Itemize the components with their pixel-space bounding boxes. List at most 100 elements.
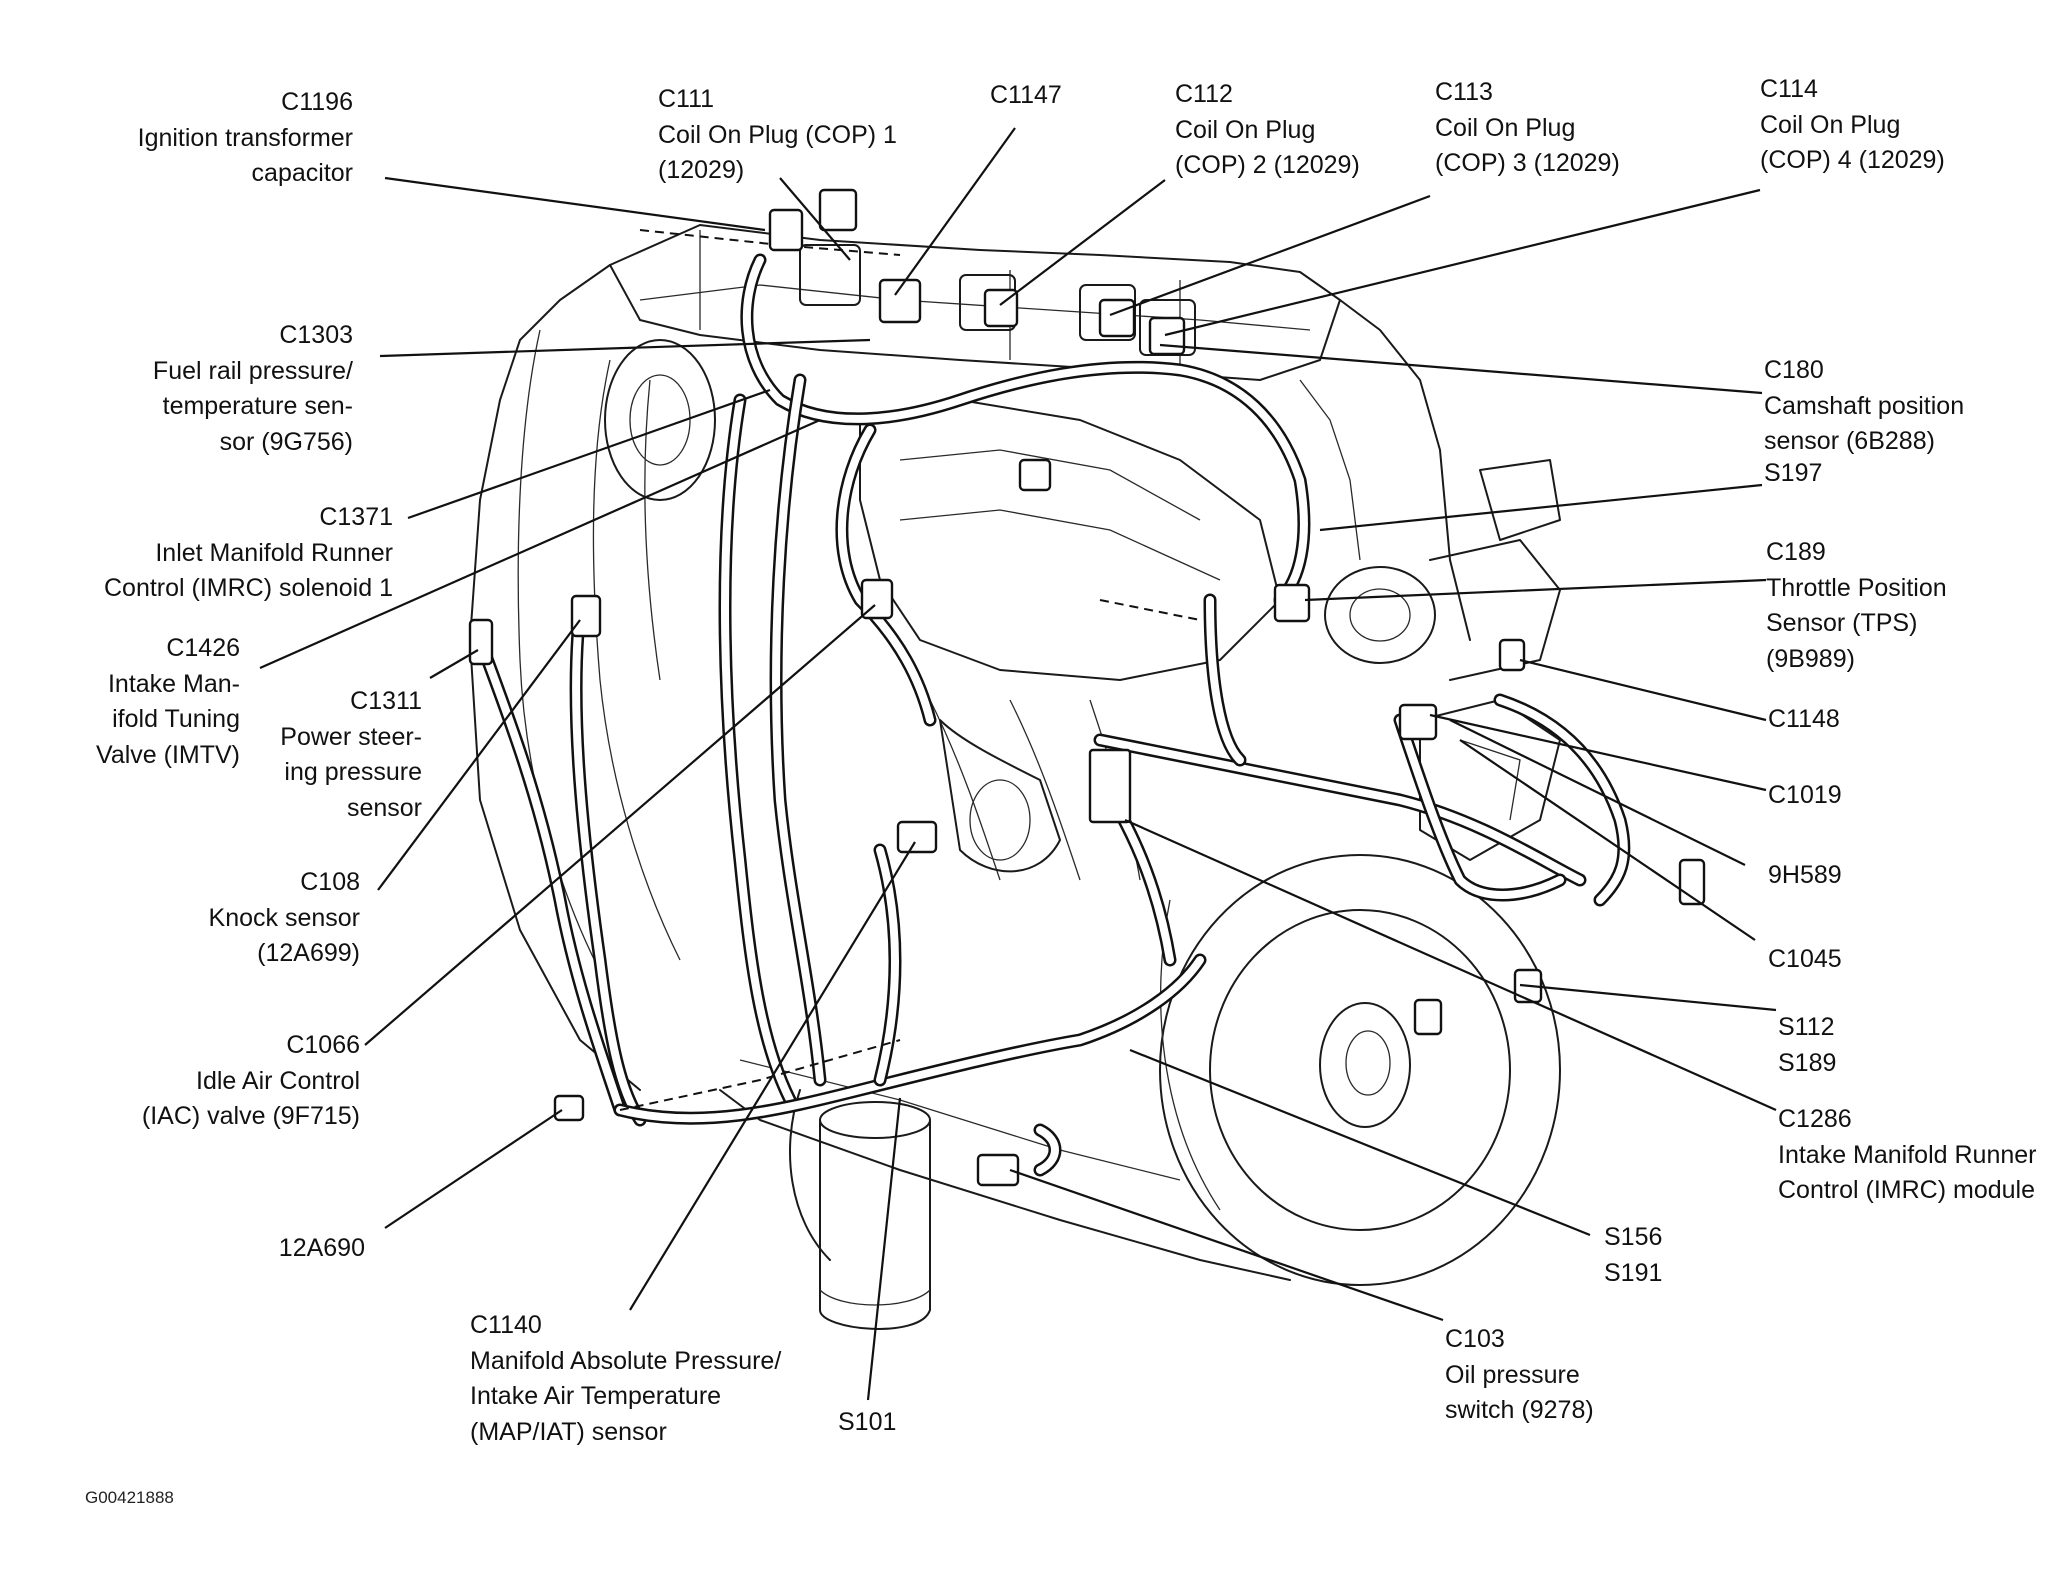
callout-id: C1066 xyxy=(286,1031,360,1059)
callout-id: C1426 xyxy=(166,634,240,662)
leader-lines xyxy=(259,127,1777,1401)
connector-s156 xyxy=(1413,998,1443,1036)
callout-text: ing pressure xyxy=(284,758,422,786)
callout-id: 9H589 xyxy=(1768,861,1842,889)
callout-text: Ignition transformer xyxy=(137,123,353,152)
callout-text: Control (IMRC) module xyxy=(1778,1176,2036,1204)
callout-c1371: C1371 Inlet Manifold Runner Control (IMR… xyxy=(104,500,393,607)
connector-c114 xyxy=(1148,316,1186,356)
connector-c113 xyxy=(1098,298,1136,338)
callout-c113: C113 Coil On Plug (COP) 3 (12029) xyxy=(1435,75,1620,182)
callout-c1303: C1303 Fuel rail pressure/ temperature se… xyxy=(153,318,353,460)
callout-text: Camshaft position xyxy=(1764,391,1965,420)
callout-id: C111 xyxy=(658,85,715,113)
connector-c108 xyxy=(468,618,494,666)
callout-9h589: 9H589 xyxy=(1768,858,1842,894)
callout-id: C1147 xyxy=(990,81,1062,109)
callout-c189: C189 Throttle Position Sensor (TPS) (9B9… xyxy=(1766,535,1947,677)
callout-id: C113 xyxy=(1435,78,1493,106)
connector-c1140 xyxy=(896,820,938,854)
callout-text: (COP) 3 (12029) xyxy=(1435,149,1620,177)
callout-c1045: C1045 xyxy=(1768,942,1842,978)
callout-12a690: 12A690 xyxy=(279,1231,365,1267)
callout-id: S197 xyxy=(1764,459,1823,487)
callout-s156-s191: S156 S191 xyxy=(1604,1220,1662,1291)
callout-c1147: C1147 xyxy=(990,78,1062,114)
callout-text: (MAP/IAT) sensor xyxy=(470,1417,667,1446)
callout-text: (12029) xyxy=(658,156,745,184)
callout-text: sensor xyxy=(346,793,422,822)
figure-id: G00421888 xyxy=(85,1488,174,1507)
callout-c1148: C1148 xyxy=(1768,702,1840,738)
connector-c180 xyxy=(1018,458,1052,492)
connector-c1196 xyxy=(768,208,804,252)
callout-c114: C114 Coil On Plug (COP) 4 (12029) xyxy=(1760,72,1945,179)
callout-text: Knock sensor xyxy=(208,903,360,932)
callout-c1140: C1140 Manifold Absolute Pressure/ Intake… xyxy=(470,1308,781,1450)
callout-text: Intake Man- xyxy=(107,669,240,698)
callout-id: S112 xyxy=(1778,1013,1835,1041)
callout-id: C1019 xyxy=(1768,781,1842,809)
callout-text: Inlet Manifold Runner xyxy=(155,538,393,567)
wiring-harness xyxy=(473,229,1631,1177)
callout-text: sor (9G756) xyxy=(219,427,353,456)
connector-c189 xyxy=(1273,583,1311,623)
callout-c1311: C1311 Power steer- ing pressure sensor xyxy=(280,684,422,826)
connector-c1148 xyxy=(1498,638,1526,672)
callout-id: C103 xyxy=(1445,1325,1505,1353)
callout-c103: C103 Oil pressure switch (9278) xyxy=(1445,1322,1594,1429)
callout-text: Coil On Plug xyxy=(1435,113,1576,142)
callout-text: Coil On Plug xyxy=(1175,115,1316,144)
callout-text: Valve (IMTV) xyxy=(96,740,240,769)
callout-id: C1196 xyxy=(281,88,353,116)
callout-c1196: C1196 Ignition transformer capacitor xyxy=(138,85,353,192)
connector-c1286 xyxy=(1088,748,1132,824)
callout-text: Fuel rail pressure/ xyxy=(152,356,353,385)
callout-text: Oil pressure xyxy=(1445,1360,1580,1389)
callout-id: C114 xyxy=(1760,75,1818,103)
callout-id: C1148 xyxy=(1768,705,1840,733)
callout-id: S156 xyxy=(1604,1223,1663,1251)
callout-id: S189 xyxy=(1778,1048,1837,1077)
callout-text: Power steer- xyxy=(280,722,422,751)
callout-id: 12A690 xyxy=(278,1234,365,1262)
callout-c1019: C1019 xyxy=(1768,778,1842,814)
callout-id: C1045 xyxy=(1768,945,1842,973)
callout-s112-s189: S112 S189 xyxy=(1778,1010,1836,1081)
callout-text: Coil On Plug (COP) 1 xyxy=(658,120,897,149)
callout-c111: C111 Coil On Plug (COP) 1 (12029) xyxy=(658,82,897,189)
callout-text: Intake Air Temperature xyxy=(470,1382,722,1410)
callout-text: (COP) 2 (12029) xyxy=(1175,151,1360,179)
callout-id: C1311 xyxy=(350,687,422,715)
connector-c111 xyxy=(818,188,858,232)
callout-id: C108 xyxy=(300,868,360,896)
callout-text: Sensor (TPS) xyxy=(1766,609,1918,637)
callout-id: C1371 xyxy=(319,503,393,531)
callout-c112: C112 Coil On Plug (COP) 2 (12029) xyxy=(1175,77,1360,184)
callout-text: sensor (6B288) xyxy=(1764,427,1935,455)
callout-text: Coil On Plug xyxy=(1760,110,1901,139)
connector-c1147 xyxy=(878,278,922,324)
connector-c1311 xyxy=(570,594,602,638)
callout-text: ifold Tuning xyxy=(112,705,240,733)
callout-s101: S101 xyxy=(838,1405,896,1441)
connector-12a690 xyxy=(553,1094,585,1122)
callout-text: Idle Air Control xyxy=(196,1066,360,1095)
callout-text: Manifold Absolute Pressure/ xyxy=(470,1346,782,1375)
callout-id: C1286 xyxy=(1778,1105,1852,1133)
callout-id: S191 xyxy=(1604,1258,1663,1287)
callout-c108: C108 Knock sensor (12A699) xyxy=(209,865,360,972)
connector-c103 xyxy=(976,1153,1020,1187)
callout-id: C112 xyxy=(1175,80,1233,108)
callout-c1286: C1286 Intake Manifold Runner Control (IM… xyxy=(1778,1102,2036,1209)
callout-text: switch (9278) xyxy=(1445,1396,1594,1424)
callout-c180: C180 Camshaft position sensor (6B288) xyxy=(1764,353,1964,460)
callout-text: (9B989) xyxy=(1766,644,1855,673)
callout-c1426: C1426 Intake Man- ifold Tuning Valve (IM… xyxy=(96,631,240,773)
connector-c1019 xyxy=(1398,703,1438,741)
callout-text: temperature sen- xyxy=(162,392,353,420)
callout-id: S101 xyxy=(838,1408,897,1436)
callout-text: (IAC) valve (9F715) xyxy=(141,1102,360,1130)
